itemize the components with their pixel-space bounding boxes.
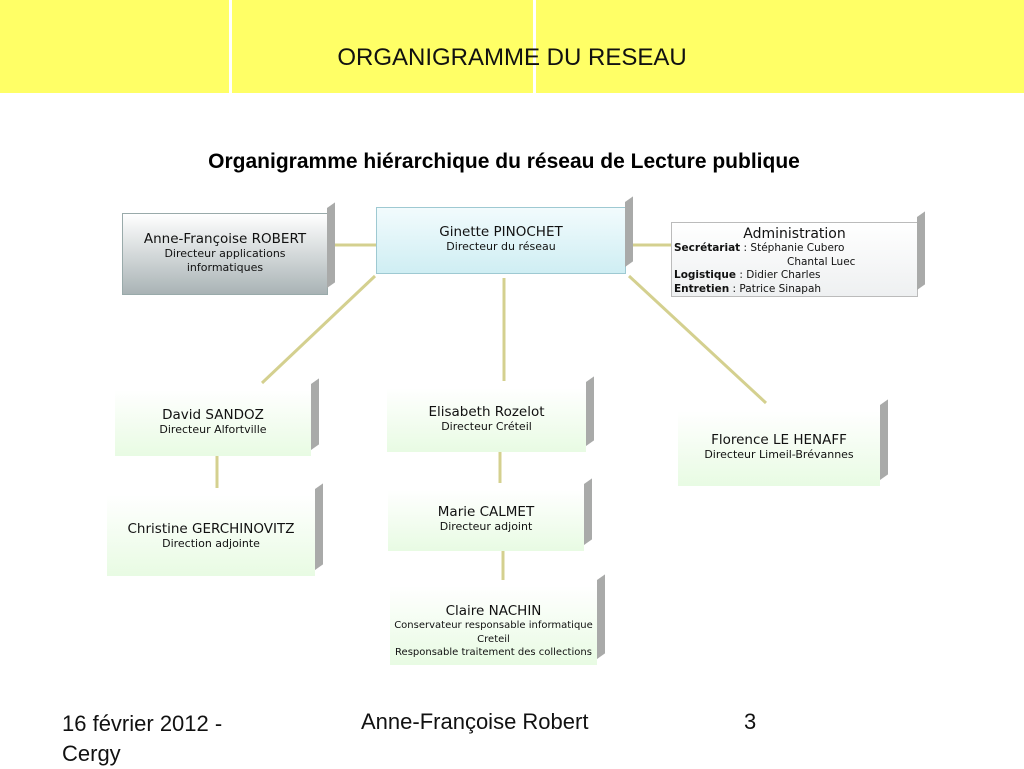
node-name: Florence LE HENAFF [711,432,847,448]
footer-page-number: 3 [744,709,757,734]
node-role: Responsable traitement des collections [395,647,592,658]
node-pinochet: Ginette PINOCHET Directeur du réseau [376,207,626,274]
footer-date-line2: Cergy [62,741,121,766]
node-role: Directeur adjoint [439,520,533,533]
node-role: Directeur applications [164,247,286,260]
node-role: Direction adjointe [162,537,260,550]
node-role: Directeur Limeil-Brévannes [704,448,854,461]
banner-divider [533,0,536,93]
node-sandoz: David SANDOZ Directeur Alfortville [115,390,311,456]
node-name: Claire NACHIN [445,603,542,619]
footer-date: 16 février 2012 - Cergy [62,709,222,769]
node-nachin: Claire NACHIN Conservateur responsable i… [390,586,597,665]
node-henaff: Florence LE HENAFF Directeur Limeil-Brév… [678,411,880,486]
node-role: Conservateur responsable informatique [394,620,593,631]
node-rozelot: Elisabeth Rozelot Directeur Créteil [387,388,586,452]
footer-author: Anne-Françoise Robert [361,709,589,734]
slide-subtitle: Organigramme hiérarchique du réseau de L… [208,150,800,173]
node-name: Anne-Françoise ROBERT [143,231,307,247]
node-role: informatiques [186,261,264,274]
admin-secretariat-2: Chantal Luec [787,255,856,268]
admin-logistique: Logistique : Didier Charles [674,269,821,281]
node-role: Directeur Alfortville [159,423,267,436]
node-administration: Administration Secrétariat : Stéphanie C… [671,222,918,297]
node-calmet: Marie CALMET Directeur adjoint [388,490,584,551]
footer-date-line1: 16 février 2012 - [62,711,223,736]
node-role: Directeur du réseau [446,240,556,253]
node-gerchinovitz: Christine GERCHINOVITZ Direction adjoint… [107,495,315,576]
node-name: Elisabeth Rozelot [428,404,545,420]
node-name: Administration [743,226,846,242]
title-banner [0,0,1024,93]
admin-secretariat: Secrétariat : Stéphanie Cubero [674,242,845,254]
node-name: David SANDOZ [162,407,264,423]
banner-divider [229,0,232,93]
node-robert: Anne-Françoise ROBERT Directeur applicat… [122,213,328,295]
connector-pinochet-henaff [627,274,768,405]
admin-entretien: Entretien : Patrice Sinapah [674,282,822,295]
node-name: Marie CALMET [437,504,535,520]
node-name: Ginette PINOCHET [439,224,563,240]
node-name: Christine GERCHINOVITZ [127,521,295,537]
slide-title: ORGANIGRAMME DU RESEAU [337,44,687,71]
node-role: Creteil [477,633,510,645]
connector-pinochet-sandoz [260,274,377,385]
node-role: Directeur Créteil [441,420,532,433]
